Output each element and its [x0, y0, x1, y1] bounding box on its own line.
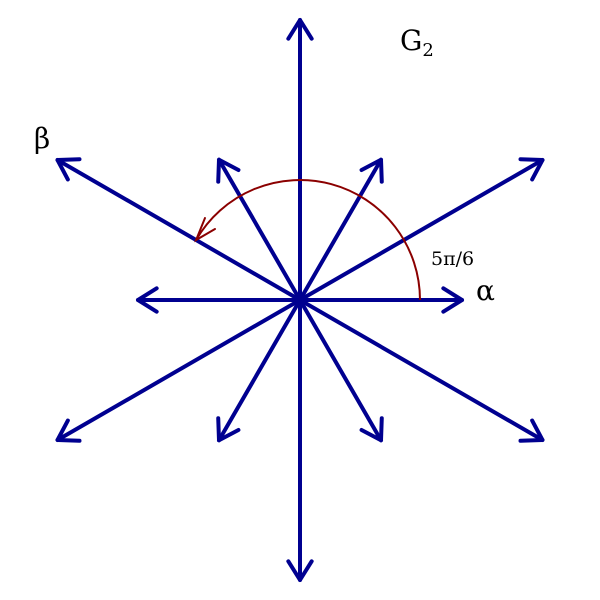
angle-label: 5π/6 [431, 248, 474, 270]
root-arrowhead [55, 418, 82, 443]
root-shaft [217, 157, 302, 302]
root-minus-beta [298, 298, 545, 443]
root-arrowhead [359, 157, 384, 184]
root-arrowhead [518, 418, 545, 443]
root-arrowhead [518, 157, 545, 182]
root-arrowhead [286, 559, 314, 582]
root-shaft [298, 158, 545, 302]
root-two-alpha-plus-beta [298, 157, 384, 302]
root-shaft [217, 298, 302, 443]
root-arrowhead [216, 416, 241, 443]
root-shaft [298, 157, 383, 302]
root-arrowhead [359, 416, 384, 443]
root-minus-two-alpha-minus-beta [216, 298, 302, 443]
root-shaft [55, 158, 302, 302]
angle-arc [195, 179, 421, 301]
root-alpha [298, 286, 464, 314]
root-beta [55, 157, 302, 302]
root-shaft [55, 298, 302, 442]
root-arrowhead [55, 157, 82, 182]
root-vectors [55, 18, 545, 582]
title-letter: G [400, 24, 422, 57]
title-subscript: 2 [422, 40, 433, 61]
alpha-label: α [476, 274, 495, 307]
root-three-alpha-plus-two-beta [286, 18, 314, 302]
root-arrowhead [216, 157, 241, 184]
root-alpha-plus-beta [216, 157, 302, 302]
diagram-title: G2 [400, 24, 434, 61]
root-minus-three-alpha-minus-beta [55, 298, 302, 443]
root-arrowhead [441, 286, 464, 314]
root-arrowhead [286, 18, 314, 41]
root-shaft [298, 298, 545, 442]
angle-arc-arrowhead [194, 217, 216, 243]
root-minus-alpha [136, 286, 302, 314]
root-arrowhead [136, 286, 159, 314]
root-minus-alpha-minus-beta [298, 298, 384, 443]
beta-label: β [34, 122, 50, 155]
origin-point [296, 296, 304, 304]
root-three-alpha-plus-beta [298, 157, 545, 302]
root-minus-three-alpha-minus-two-beta [286, 298, 314, 582]
root-shaft [298, 298, 383, 443]
